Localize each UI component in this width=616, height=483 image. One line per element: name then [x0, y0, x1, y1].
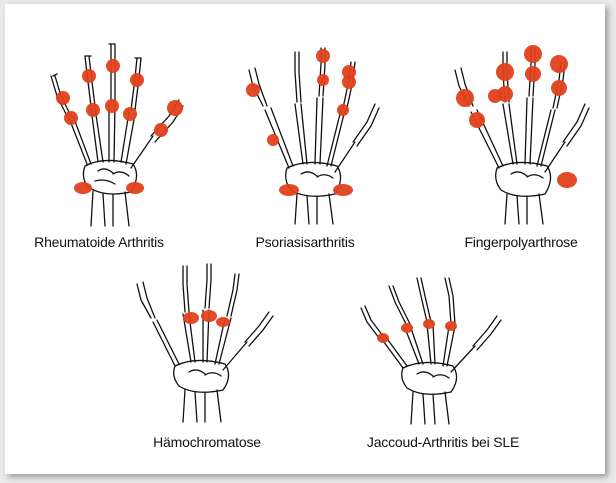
panel-finger-osteoarthritis	[455, 44, 585, 224]
panel-psoriatic-arthritis	[245, 44, 375, 224]
figure-card: Rheumatoide Arthritis	[5, 4, 605, 474]
affected-joints-jac	[377, 319, 457, 343]
caption-finger-osteoarthritis: Fingerpolyarthrose	[464, 234, 577, 250]
affected-joints-oa	[456, 45, 577, 188]
hand-skeleton-ra	[43, 36, 193, 226]
caption-jaccoud-arthritis: Jaccoud-Arthritis bei SLE	[367, 434, 519, 450]
caption-hemochromatosis: Hämochromatose	[153, 434, 261, 450]
panel-hemochromatosis	[135, 262, 285, 422]
caption-psoriatic-arthritis: Psoriasisarthritis	[255, 234, 354, 250]
panel-jaccoud-arthritis	[365, 266, 515, 426]
hand-skeleton-psa	[245, 44, 375, 224]
hand-skeleton-hc	[135, 262, 285, 422]
panel-rheumatoid-arthritis	[43, 36, 193, 226]
caption-rheumatoid-arthritis: Rheumatoide Arthritis	[34, 234, 164, 250]
affected-joints-ra	[56, 59, 183, 194]
hand-skeleton-jac	[365, 266, 515, 426]
hand-skeleton-oa	[455, 44, 585, 224]
